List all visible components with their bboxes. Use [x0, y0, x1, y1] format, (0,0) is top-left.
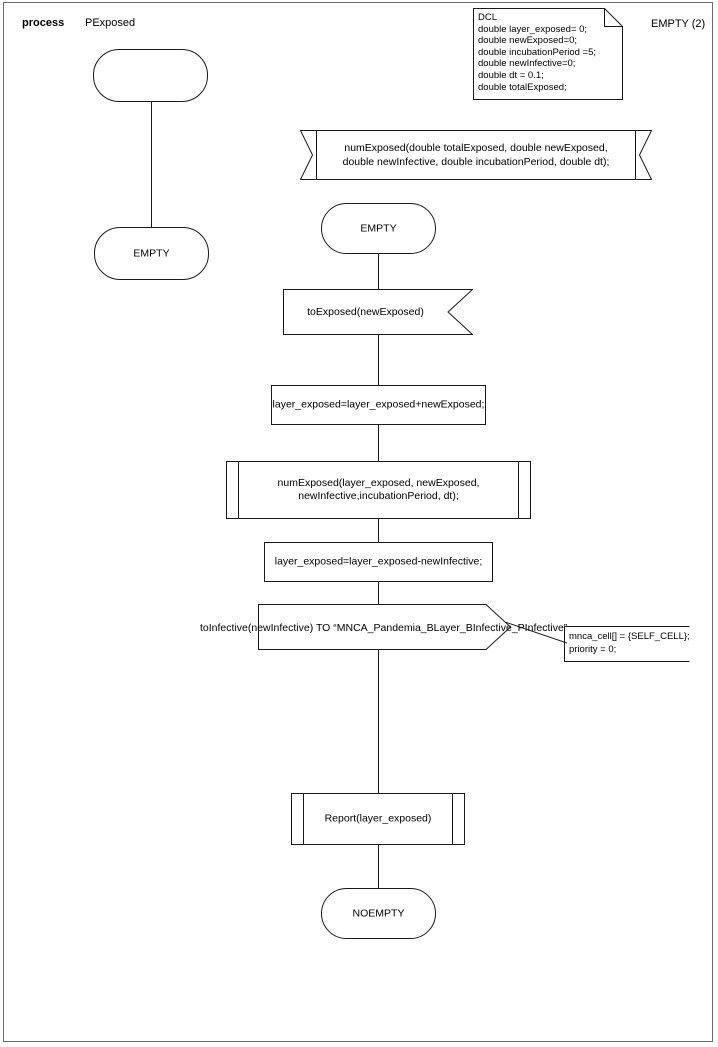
call-report: Report(layer_exposed) — [291, 793, 465, 845]
connector-empty-to-input — [378, 253, 379, 290]
task-sub-infective-label: layer_exposed=layer_exposed-newInfective… — [274, 555, 483, 568]
task-sub-infective: layer_exposed=layer_exposed-newInfective… — [264, 542, 493, 582]
report-right-bar — [452, 794, 453, 844]
comment-box: mnca_cell[] = {SELF_CELL}; priority = 0; — [560, 626, 690, 662]
connector-output-to-report — [378, 649, 379, 794]
proccall-left-bar — [238, 462, 239, 518]
connector-start-to-empty — [151, 101, 152, 228]
connector-input-to-task1 — [378, 334, 379, 386]
state-empty-main: EMPTY — [321, 203, 436, 254]
state-noempty-label: NOEMPTY — [352, 907, 405, 919]
connector-report-to-noempty — [378, 844, 379, 889]
report-left-bar — [303, 794, 304, 844]
connector-output-to-comment — [504, 621, 568, 644]
state-empty-left-label: EMPTY — [133, 247, 170, 259]
connector-task1-to-call — [378, 424, 379, 462]
call-report-label: Report(layer_exposed) — [324, 812, 432, 825]
diagram-name-label: PExposed — [85, 17, 136, 29]
diagram-kind-label: process — [22, 17, 65, 29]
output-to-infective-label: toInfective(newInfective) TO “MNCA_Pande… — [200, 622, 568, 634]
call-num-exposed: numExposed(layer_exposed, newExposed, ne… — [226, 461, 531, 519]
task-add-exposed: layer_exposed=layer_exposed+newExposed; — [271, 385, 486, 425]
connector-task2-to-output — [378, 581, 379, 605]
state-empty-main-label: EMPTY — [360, 222, 397, 234]
start-symbol — [93, 49, 208, 102]
task-add-exposed-label: layer_exposed=layer_exposed+newExposed; — [272, 398, 485, 411]
page-frame — [3, 2, 713, 1042]
input-to-exposed-shape[interactable]: toExposed(newExposed) — [283, 289, 473, 335]
connector-call-to-task2 — [378, 518, 379, 543]
call-num-exposed-label: numExposed(layer_exposed, newExposed, ne… — [277, 477, 480, 502]
page-number-label: EMPTY (2) — [651, 18, 706, 30]
declaration-note: DCL double layer_exposed= 0; double newE… — [473, 8, 623, 100]
proccall-right-bar — [518, 462, 519, 518]
procedure-declaration-shape: numExposed(double totalExposed, double n… — [300, 130, 652, 180]
declaration-note-text: DCL double layer_exposed= 0; double newE… — [478, 12, 597, 93]
state-noempty: NOEMPTY — [321, 888, 436, 939]
procedure-declaration-text: numExposed(double totalExposed, double n… — [342, 142, 610, 168]
comment-box-text: mnca_cell[] = {SELF_CELL}; priority = 0; — [569, 631, 690, 655]
state-empty-left: EMPTY — [94, 227, 209, 280]
input-to-exposed-label: toExposed(newExposed) — [307, 306, 424, 318]
output-to-infective-shape[interactable] — [258, 604, 511, 650]
